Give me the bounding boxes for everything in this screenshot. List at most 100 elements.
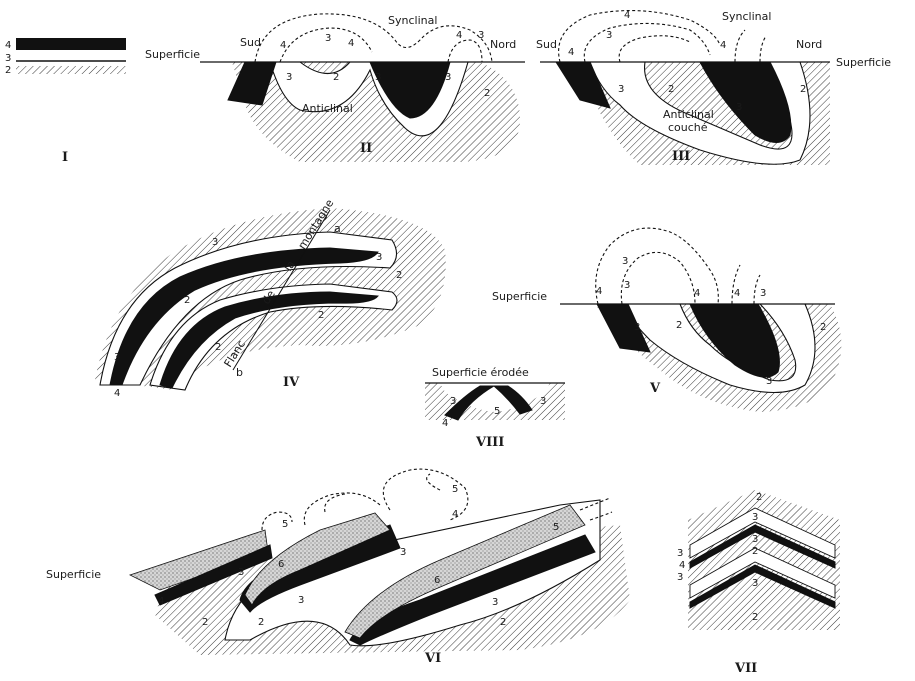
legend-layer-4-swatch <box>16 38 126 50</box>
figure-1-legend: 4 3 2 I <box>5 38 126 165</box>
layer-number: 4 <box>114 388 120 399</box>
layer-number: 3 <box>634 322 640 333</box>
figure-2-anticlinal-synclinal: Superficie Sud Nord Synclinal Anticlinal… <box>145 14 525 162</box>
eroded-layer-inner <box>619 36 690 62</box>
layer-number: 3 <box>375 72 381 83</box>
layer-number: 2 <box>752 546 758 557</box>
layer-number: 2 <box>756 492 762 503</box>
layer-number: 4 <box>720 40 726 51</box>
figure-3-anticlinal-couche: Superficie Sud Nord Synclinal Anticlinal… <box>536 10 891 165</box>
layer-number: 3 <box>478 30 484 41</box>
layer-number: 2 <box>202 617 208 628</box>
layer-number: 4 <box>679 560 685 571</box>
synclinal-label: Synclinal <box>722 10 771 23</box>
legend-label-3: 3 <box>5 53 11 64</box>
layer-number: 3 <box>286 72 292 83</box>
layer-number: 3 <box>677 548 683 559</box>
layer-number: 4 <box>280 40 286 51</box>
layer-number: 3 <box>766 376 772 387</box>
layer-number: 5 <box>282 519 288 530</box>
anticlinal-label: Anticlinal <box>663 108 714 121</box>
layer-number: 3 <box>760 288 766 299</box>
layer-number: 3 <box>450 396 456 407</box>
figure-6-nappes: Superficie 5 5 4 3 6 3 6 5 3 3 4 2 2 2 V… <box>46 469 630 666</box>
layer-number: 3 <box>736 102 742 113</box>
layer-number: 3 <box>606 30 612 41</box>
layer-number: 2 <box>184 295 190 306</box>
layer-number: 3 <box>752 512 758 523</box>
layer-number: 4 <box>694 288 700 299</box>
sud-label: Sud <box>240 36 261 49</box>
figure-4-label: IV <box>283 375 300 390</box>
layer-number: 4 <box>442 418 448 429</box>
layer-number: 2 <box>396 270 402 281</box>
eroded-layer-right <box>448 40 482 62</box>
figure-6-label: VI <box>424 651 441 666</box>
eroded-layer-outer <box>559 11 720 62</box>
figure-3-label: III <box>672 149 690 164</box>
legend-layer-2-swatch <box>16 66 126 74</box>
layer-number: 3 <box>492 597 498 608</box>
layer-number: 3 <box>114 352 120 363</box>
layer-number: 3 <box>212 237 218 248</box>
layer-number: 2 <box>800 84 806 95</box>
layer-number: 4 <box>456 30 462 41</box>
layer-number: 2 <box>215 342 221 353</box>
legend-label-4: 4 <box>5 40 11 51</box>
layer-number: 3 <box>376 252 382 263</box>
figure-1-label: I <box>62 150 68 165</box>
layer-number: 2 <box>668 84 674 95</box>
eroded-layer-mid <box>584 23 710 62</box>
layer-number: 3 <box>752 534 758 545</box>
figure-2-label: II <box>360 141 372 156</box>
layer-number: 6 <box>434 575 440 586</box>
layer-number: 3 <box>622 256 628 267</box>
layer-number: 3 <box>400 547 406 558</box>
layer-number: 4 <box>348 38 354 49</box>
synclinal-label: Synclinal <box>388 14 437 27</box>
layer-number: 3 <box>677 572 683 583</box>
eroded-layer-inner <box>621 252 695 304</box>
point-b-label: b <box>236 366 243 379</box>
layer-number: 2 <box>820 322 826 333</box>
nord-label: Nord <box>796 38 822 51</box>
layer-number: 2 <box>752 612 758 623</box>
layer-number: 2 <box>318 310 324 321</box>
figure-4-fold-flank: a b Flanc de la montagne 3 3 2 2 2 2 3 4… <box>95 197 446 399</box>
layer-number: 4 <box>568 47 574 58</box>
layer-number: 2 <box>500 617 506 628</box>
superficie-label: Superficie <box>492 290 547 303</box>
layer-number: 4 <box>596 286 602 297</box>
layer-number: 6 <box>278 559 284 570</box>
layer-number: 3 <box>624 280 630 291</box>
layer-number: 3 <box>618 84 624 95</box>
layer-number: 2 <box>258 617 264 628</box>
eroded-layer-right <box>735 30 766 62</box>
layer-number: 5 <box>452 484 458 495</box>
superficie-label: Superficie <box>145 48 200 61</box>
superficie-label: Superficie <box>836 56 891 69</box>
point-a-label: a <box>334 222 341 235</box>
layer-number: 3 <box>298 595 304 606</box>
anticlinal-label: Anticlinal <box>302 102 353 115</box>
layer-number: 3 <box>445 72 451 83</box>
superficie-erodee-label: Superficie érodée <box>432 366 529 379</box>
layer-number: 4 <box>734 288 740 299</box>
layer-number: 2 <box>333 72 339 83</box>
layer-number: 4 <box>158 596 164 607</box>
layer-number: 4 <box>452 509 458 520</box>
figure-7-stacked-folds: 2 3 3 3 4 2 3 3 2 VII <box>677 490 840 676</box>
layer-number: 3 <box>238 567 244 578</box>
layer-number: 3 <box>752 578 758 589</box>
figure-5-label: V <box>649 381 661 396</box>
layer-number: 5 <box>494 406 500 417</box>
figure-8-eroded-anticline: Superficie érodée 3 5 3 4 VIII <box>425 366 565 450</box>
layer-number: 2 <box>676 320 682 331</box>
figure-8-label: VIII <box>475 435 504 450</box>
layer-number: 2 <box>484 88 490 99</box>
sud-label: Sud <box>536 38 557 51</box>
superficie-label: Superficie <box>46 568 101 581</box>
figure-7-label: VII <box>734 661 757 676</box>
layer-number: 5 <box>553 522 559 533</box>
